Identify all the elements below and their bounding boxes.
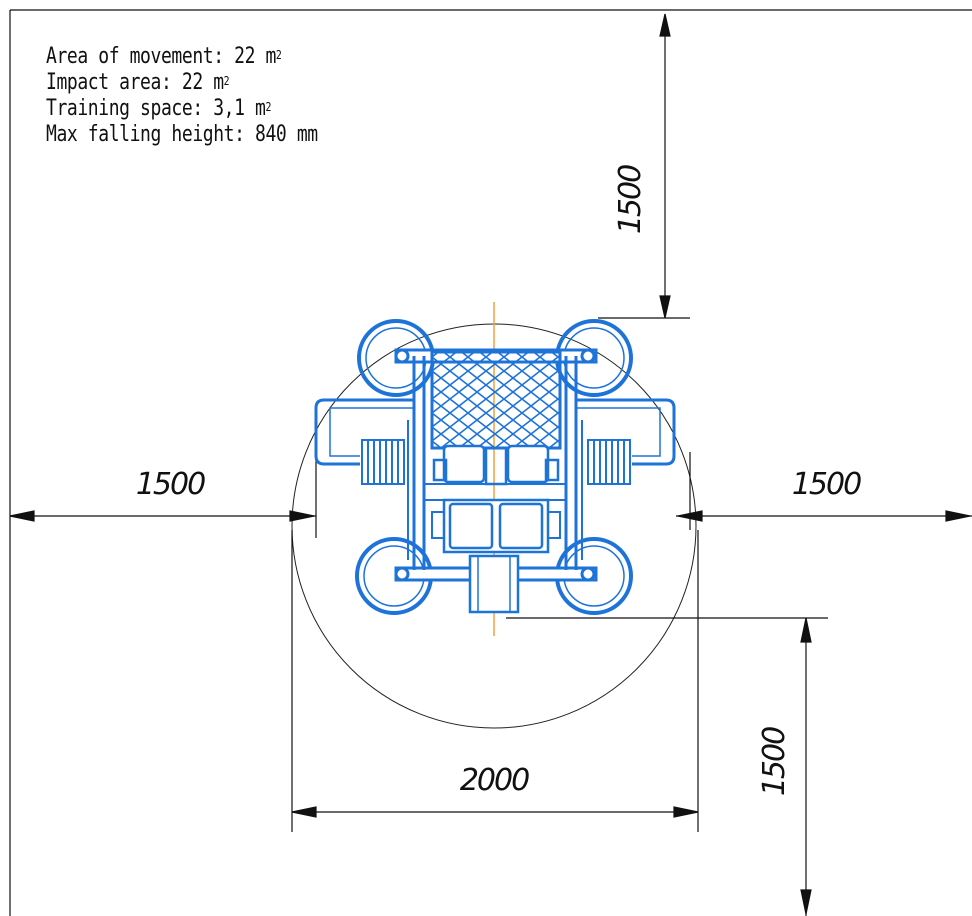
handle-left <box>314 398 414 466</box>
fitness-equipment-top-view <box>314 319 676 615</box>
weight-stack-right <box>587 439 631 485</box>
spec-impact-area: Impact area: 22 m2 <box>46 70 318 96</box>
dimension-left <box>9 450 317 538</box>
specs-block: Area of movement: 22 m2 Impact area: 22 … <box>46 44 318 148</box>
dimension-top-label: 1500 <box>613 165 648 234</box>
handle-right <box>576 398 676 466</box>
spec-training-space: Training space: 3,1 m2 <box>46 96 318 122</box>
dimension-bottom <box>506 617 828 916</box>
spec-superscript: 2 <box>275 48 282 62</box>
frame-border <box>9 9 972 916</box>
spec-area-of-movement-text: Area of movement: 22 m <box>46 44 276 69</box>
dimension-diameter-label: 2000 <box>460 763 529 798</box>
mesh-platform <box>430 350 562 450</box>
dimension-right <box>676 452 972 530</box>
spec-impact-area-text: Impact area: 22 m <box>46 70 224 95</box>
spec-superscript: 2 <box>223 74 230 88</box>
spec-max-falling-height: Max falling height: 840 mm <box>46 122 318 148</box>
dimension-left-label: 1500 <box>136 467 205 502</box>
spec-max-falling-height-text: Max falling height: 840 mm <box>46 122 318 147</box>
dimension-diameter <box>291 530 699 832</box>
weight-stack-left <box>361 439 405 485</box>
seat <box>442 498 550 554</box>
dimension-top <box>598 13 690 319</box>
foot-pads <box>432 444 560 486</box>
spec-area-of-movement: Area of movement: 22 m2 <box>46 44 318 70</box>
center-post <box>468 554 520 614</box>
dimension-bottom-label: 1500 <box>757 727 792 796</box>
spec-superscript: 2 <box>265 100 272 114</box>
dimension-right-label: 1500 <box>792 467 861 502</box>
spec-training-space-text: Training space: 3,1 m <box>46 96 266 121</box>
